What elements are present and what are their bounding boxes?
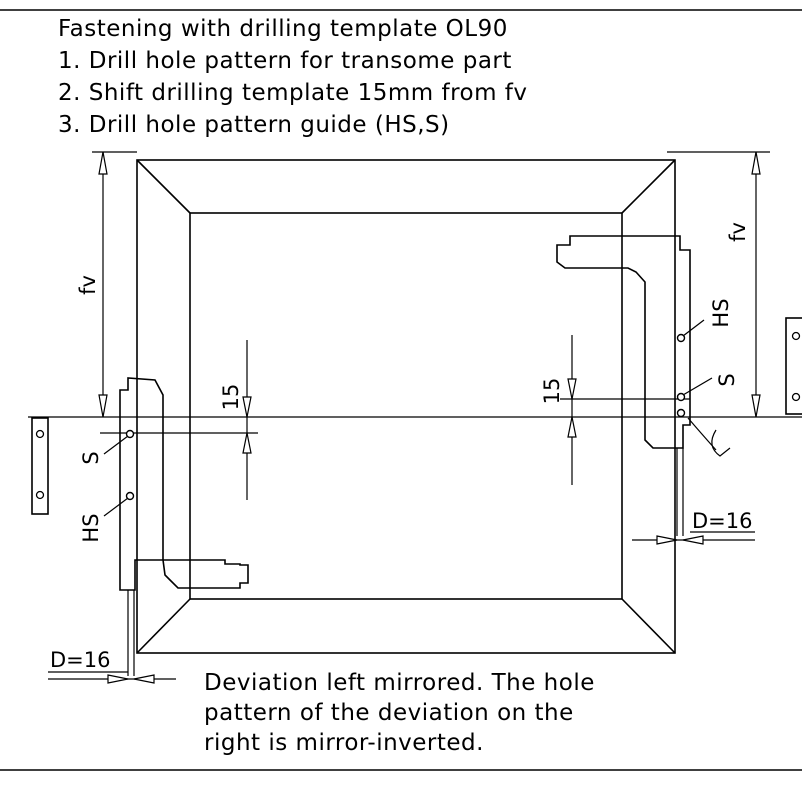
- hs-label-right: HS: [709, 298, 733, 327]
- note-line-1: Deviation left mirrored. The hole: [204, 670, 595, 696]
- fv-dimension-right: [667, 151, 770, 418]
- template-symbol-left-hole-1: [35, 429, 45, 439]
- dim-15-right: [567, 335, 577, 485]
- d16-dimension-right: [632, 531, 755, 545]
- mirror-arrow-head: [711, 429, 731, 457]
- frame-inner: [189, 212, 623, 600]
- window-frame: [136, 159, 676, 654]
- leader-s-left: [103, 435, 129, 455]
- dim-15-left: [242, 340, 252, 500]
- leader-s-right: [682, 377, 713, 396]
- mirror-arrow-curve: [687, 417, 717, 451]
- title-line-4: 3. Drill hole pattern guide (HS,S): [58, 112, 450, 138]
- dim-15-label-right: 15: [540, 378, 564, 405]
- s-label-right: S: [715, 373, 739, 386]
- note-line-2: pattern of the deviation on the: [204, 700, 574, 726]
- template-symbol-left: [31, 417, 49, 515]
- title-line-3: 2. Shift drilling template 15mm from fv: [58, 80, 528, 106]
- template-symbol-left-hole-2: [35, 490, 45, 500]
- frame-miter-bl: [136, 598, 191, 654]
- frame-miter-br: [621, 598, 676, 654]
- hole-s-left: [125, 429, 135, 439]
- hole-s-right: [676, 392, 686, 402]
- drilling-template-left: [119, 377, 249, 591]
- note-line-3: right is mirror-inverted.: [204, 730, 484, 756]
- hole-hs-right: [676, 333, 686, 343]
- frame-miter-tr: [621, 159, 676, 214]
- hole-extra-right: [676, 408, 686, 418]
- frame-miter-tl: [136, 159, 191, 214]
- drilling-template-right: [556, 235, 691, 449]
- d16-label-left: D=16: [50, 648, 111, 672]
- s-label-left: S: [79, 451, 103, 464]
- dim-15-label-left: 15: [219, 384, 243, 411]
- fv-label-right: fv: [726, 222, 750, 242]
- fv-label-left: fv: [76, 275, 100, 295]
- hs-label-left: HS: [79, 513, 103, 542]
- d16-label-right: D=16: [692, 509, 753, 533]
- d16-dimension-left: [48, 671, 176, 684]
- fv-dimension-left: [92, 151, 137, 418]
- hole-hs-left: [125, 491, 135, 501]
- template-symbol-right: [785, 317, 802, 415]
- leader-hs-left: [103, 497, 129, 517]
- title-line-1: Fastening with drilling template OL90: [58, 16, 508, 42]
- template-symbol-right-hole-2: [791, 392, 801, 402]
- template-symbol-right-hole-1: [791, 331, 801, 341]
- leader-hs-right: [682, 319, 705, 337]
- frame-outer: [136, 159, 676, 654]
- title-line-2: 1. Drill hole pattern for transome part: [58, 48, 512, 74]
